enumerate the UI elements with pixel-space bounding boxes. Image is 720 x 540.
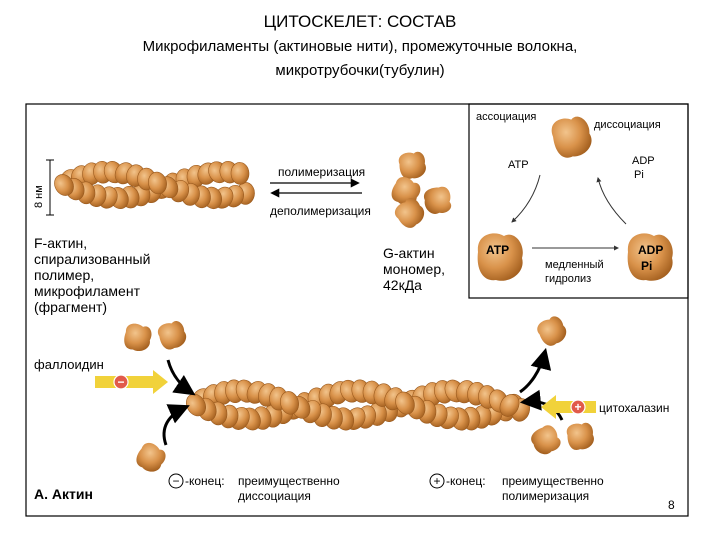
panel-label: А. Актин [34,486,93,502]
scale-label: 8 нм [33,185,45,208]
plus-end-line: -конец: [446,474,486,488]
f-actin-filament [51,158,255,212]
hydrolysis-line: медленный [545,259,604,271]
phalloidin-minus-sign: − [117,375,124,389]
f-actin-line: спирализованный [34,251,150,267]
hydrolysis-line: гидролиз [545,273,591,285]
plus-end-sign: + [433,474,440,488]
cytochalasin-arrow-head [541,395,556,419]
phalloidin-label: фаллоидин [34,357,104,372]
pi-monomer-label: Pi [641,259,652,273]
adp-arrow-label: ADP [632,155,655,167]
g-actin-line: 42кДа [383,277,422,293]
adp-monomer-label: ADP [638,243,663,257]
cytochalasin-plus-sign: + [574,400,581,414]
page-number: 8 [668,498,675,512]
association-label: ассоциация [476,111,536,123]
atp-monomer-icon [478,233,523,280]
f-actin-line: полимер, [34,267,94,283]
plus-end-line: полимеризация [502,489,589,503]
atp-binding-arrow [512,175,540,222]
depolymerization-label: деполимеризация [270,204,371,218]
f-actin-line: F-актин, [34,235,87,251]
actin-filament-bottom [182,377,532,434]
g-actin-line: G-актин [383,245,435,261]
minus-end-sign: − [172,474,179,488]
dissociation-label: диссоциация [594,119,661,131]
minus-end-line: преимущественно [238,474,340,488]
phalloidin-arrow-head [153,370,168,394]
g-actin-line: мономер, [383,261,445,277]
cytochalasin-label: цитохалазин [599,401,669,415]
pi-arrow-label: Pi [634,169,644,181]
minus-end-label: -конец: преимущественно диссоциация [185,474,343,503]
g-actin-label: G-актин мономер, 42кДа [383,245,449,293]
plus-end-label: -конец: преимущественно полимеризация [446,474,607,503]
adp-release-arrow [598,178,626,224]
minus-end-release-arrow [168,360,192,393]
minus-end-binding-arrow [164,407,186,445]
g-actin-monomers [388,150,453,232]
f-actin-line: микрофиламент [34,283,141,299]
f-actin-line: (фрагмент) [34,299,107,315]
atp-monomer-label: ATP [486,243,509,257]
adp-monomer-icon [628,233,673,280]
plus-end-line: преимущественно [502,474,604,488]
atp-arrow-label: ATP [508,159,529,171]
polymerization-label: полимеризация [278,165,365,179]
minus-end-line: диссоциация [238,489,311,503]
plus-end-release-arrow [520,352,545,392]
f-actin-label: F-актин, спирализованный полимер, микроф… [34,235,154,315]
free-monomer-icon [549,113,595,161]
slow-hydrolysis-label: медленный гидролиз [545,259,607,285]
minus-end-line: -конец: [185,474,225,488]
